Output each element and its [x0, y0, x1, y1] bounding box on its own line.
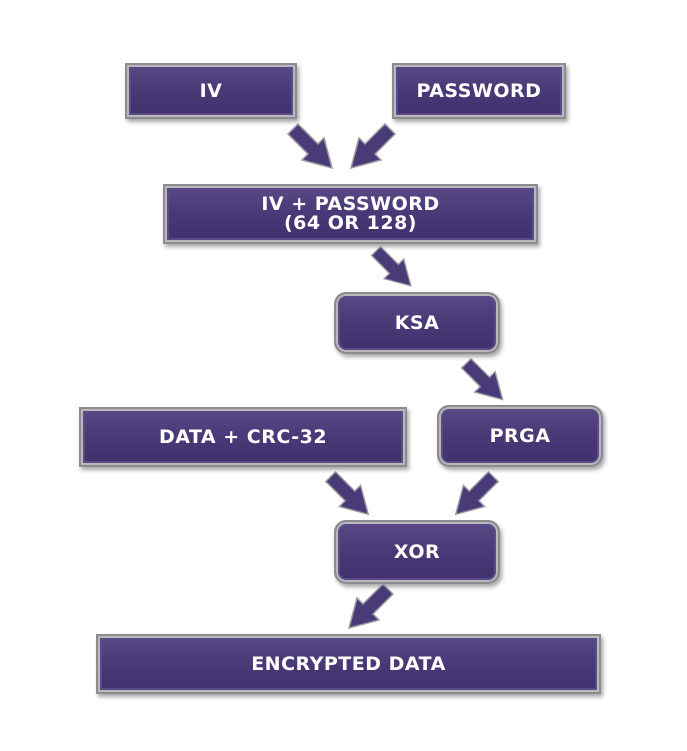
iv-password-size-label: (64 OR 128): [284, 212, 417, 234]
arrow-down-right-icon: [458, 355, 510, 407]
arrow-down-left-icon: [343, 120, 399, 176]
ksa-label: KSA: [394, 311, 440, 334]
encrypted-data-label: ENCRYPTED DATA: [251, 652, 446, 675]
prga-node: PRGA: [437, 405, 603, 467]
iv-label: IV: [199, 79, 223, 102]
prga-label: PRGA: [489, 424, 551, 447]
iv-node: IV: [125, 63, 297, 119]
iv-password-node: IV + PASSWORD (64 OR 128): [163, 184, 538, 244]
encrypted-data-node: ENCRYPTED DATA: [96, 634, 601, 694]
arrow-down-left-icon: [448, 468, 502, 522]
arrow-down-right-icon: [284, 120, 340, 176]
iv-password-label: IV + PASSWORD: [261, 193, 440, 215]
password-node: PASSWORD: [392, 63, 566, 119]
data-crc-node: DATA + CRC-32: [79, 407, 407, 467]
arrow-down-left-icon: [340, 580, 398, 636]
xor-label: XOR: [393, 540, 441, 563]
password-label: PASSWORD: [416, 79, 542, 102]
xor-node: XOR: [334, 520, 500, 584]
ksa-node: KSA: [334, 292, 500, 354]
data-crc-label: DATA + CRC-32: [158, 425, 328, 448]
arrow-down-right-icon: [368, 243, 418, 293]
arrow-down-right-icon: [322, 468, 376, 522]
